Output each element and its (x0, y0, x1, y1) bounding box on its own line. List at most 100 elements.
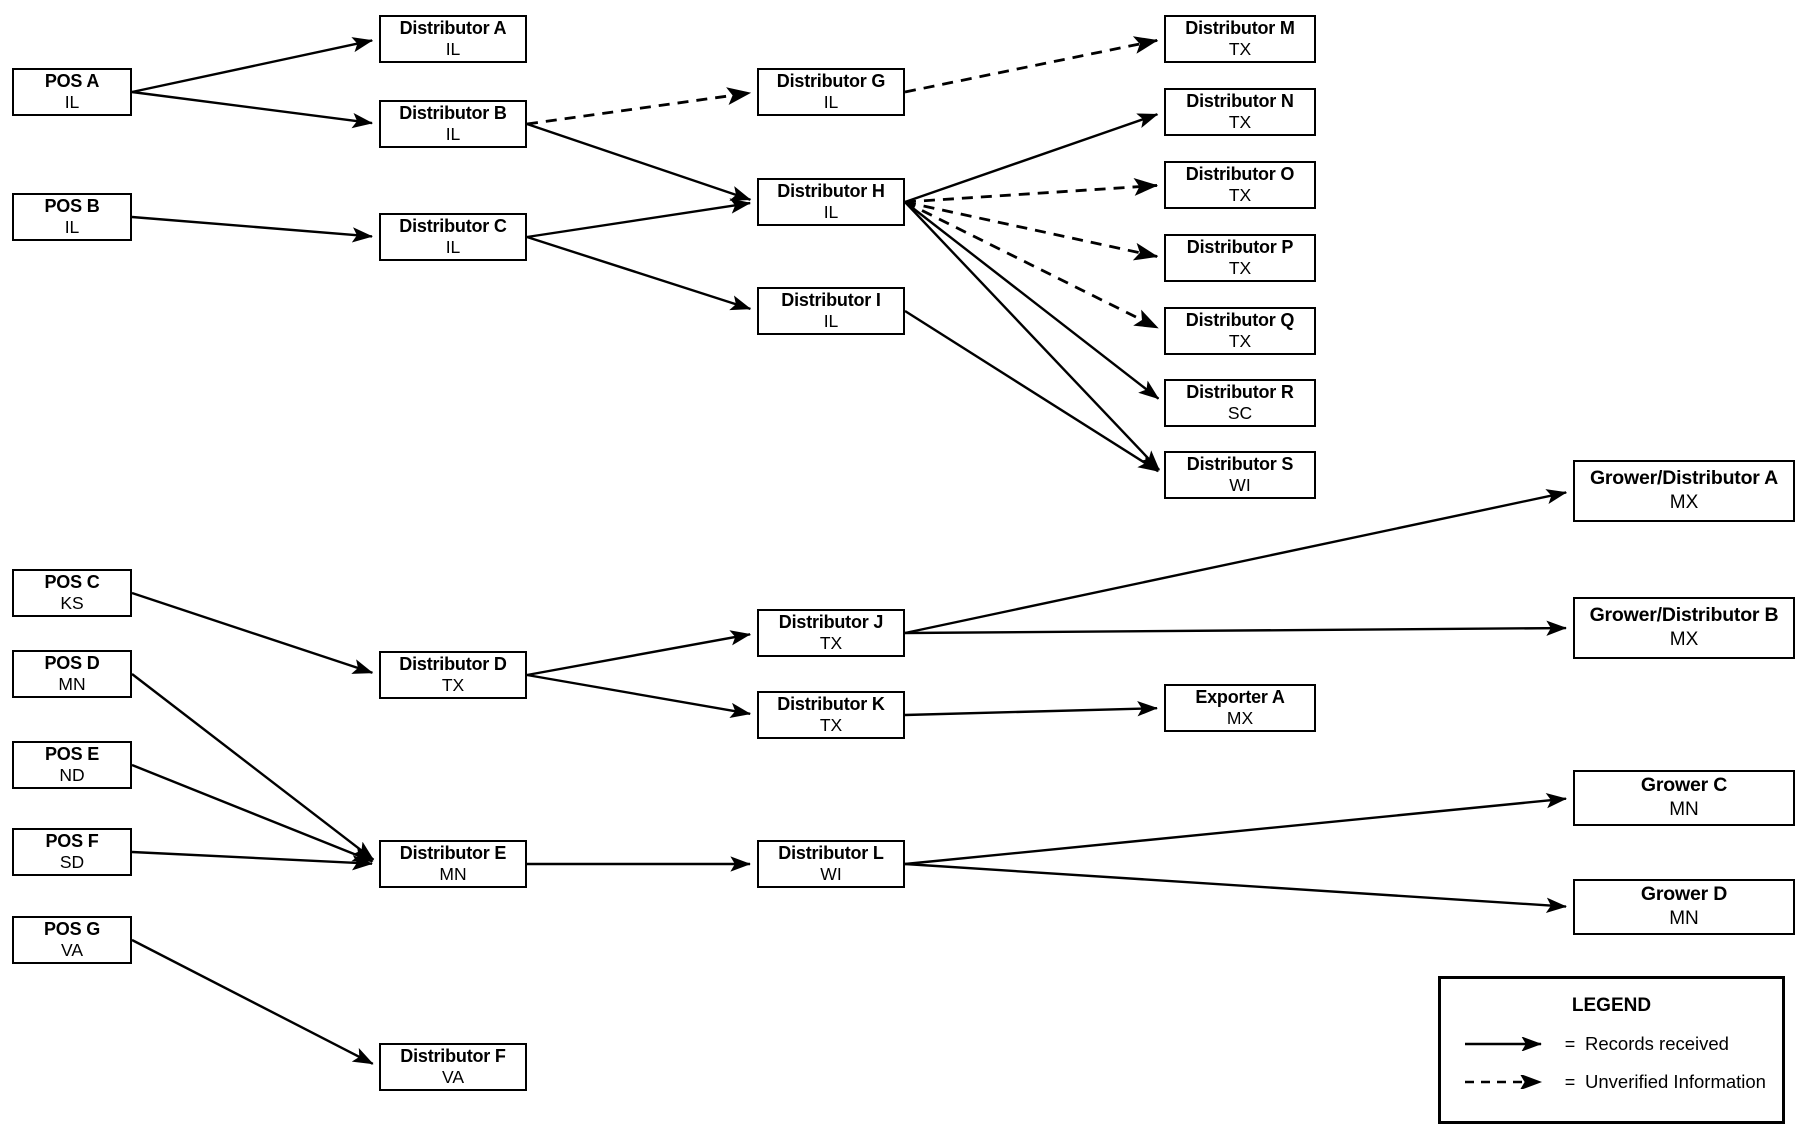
node-subtitle: WI (1229, 475, 1251, 496)
node-subtitle: SD (59, 852, 85, 873)
edge-dist-h-to-dist-p (904, 200, 1159, 261)
dashed-arrow-icon (1463, 1075, 1555, 1089)
node-title: POS B (44, 196, 100, 217)
edge-dist-j-to-grower-dist-b (904, 620, 1567, 636)
edge-dist-h-to-dist-r (904, 201, 1160, 400)
node-title: Distributor H (777, 181, 885, 202)
node-subtitle: IL (64, 92, 80, 113)
node-title: Distributor L (778, 843, 884, 864)
node-title: Distributor M (1185, 18, 1295, 39)
edge-dist-h-to-dist-o (904, 178, 1159, 204)
node-title: POS C (44, 572, 100, 593)
legend-title: LEGEND (1571, 995, 1652, 1016)
node-title: POS E (44, 744, 100, 765)
node-subtitle: TX (1228, 258, 1252, 279)
edge-dist-d-to-dist-k (526, 673, 752, 718)
edge-pos-d-to-dist-e (131, 673, 375, 861)
node-subtitle: TX (819, 633, 843, 654)
node-title: Grower/Distributor A (1589, 467, 1779, 490)
node-subtitle: MX (1669, 629, 1699, 651)
edge-dist-c-to-dist-i (526, 235, 752, 311)
node-subtitle: MN (1669, 799, 1699, 821)
node-title: Grower D (1640, 883, 1728, 906)
node-subtitle: IL (823, 92, 839, 113)
edge-pos-e-to-dist-e (131, 763, 374, 863)
node-title: Distributor O (1185, 164, 1295, 185)
node-subtitle: MN (439, 864, 467, 885)
legend-equals-1: = (1564, 1033, 1576, 1054)
edge-dist-b-to-dist-h (526, 122, 752, 201)
node-title: POS F (45, 831, 99, 852)
node-subtitle: IL (64, 217, 80, 238)
node-subtitle: TX (441, 675, 465, 696)
node-title: Distributor S (1186, 454, 1294, 475)
node-subtitle: IL (445, 237, 461, 258)
node-subtitle: TX (819, 715, 843, 736)
node-subtitle: IL (445, 39, 461, 60)
edge-dist-i-to-dist-s (904, 309, 1159, 473)
edge-dist-k-to-exporter-a (904, 701, 1158, 717)
node-subtitle: IL (823, 311, 839, 332)
node-subtitle: ND (59, 765, 85, 786)
node-subtitle: VA (441, 1067, 465, 1088)
edge-dist-c-to-dist-h (526, 198, 752, 239)
node-title: POS D (44, 653, 100, 674)
edge-pos-a-to-dist-a (131, 37, 374, 94)
node-subtitle: WI (820, 864, 842, 885)
node-title: Distributor R (1186, 382, 1294, 403)
solid-arrow-icon (1463, 1037, 1555, 1051)
edge-pos-c-to-dist-d (131, 591, 374, 674)
edge-dist-j-to-grower-dist-a (904, 489, 1568, 635)
node-subtitle: MN (1669, 908, 1699, 930)
node-title: Distributor A (399, 18, 507, 39)
node-title: Distributor N (1186, 91, 1294, 112)
node-title: Distributor G (776, 71, 886, 92)
edge-pos-g-to-dist-f (131, 938, 374, 1065)
node-title: Exporter A (1195, 687, 1285, 708)
edge-dist-h-to-dist-n (904, 113, 1159, 204)
legend-row-records-received: = Records received (1441, 1033, 1782, 1055)
edge-dist-g-to-dist-m (904, 36, 1159, 94)
legend-label-unverified-information: Unverified Information (1585, 1071, 1766, 1092)
legend-label-records-received: Records received (1585, 1033, 1729, 1054)
node-title: Grower C (1640, 774, 1728, 797)
node-subtitle: MX (1669, 492, 1699, 514)
node-subtitle: IL (823, 202, 839, 223)
node-subtitle: KS (60, 593, 84, 614)
node-title: Distributor D (399, 654, 507, 675)
node-title: Distributor I (781, 290, 881, 311)
